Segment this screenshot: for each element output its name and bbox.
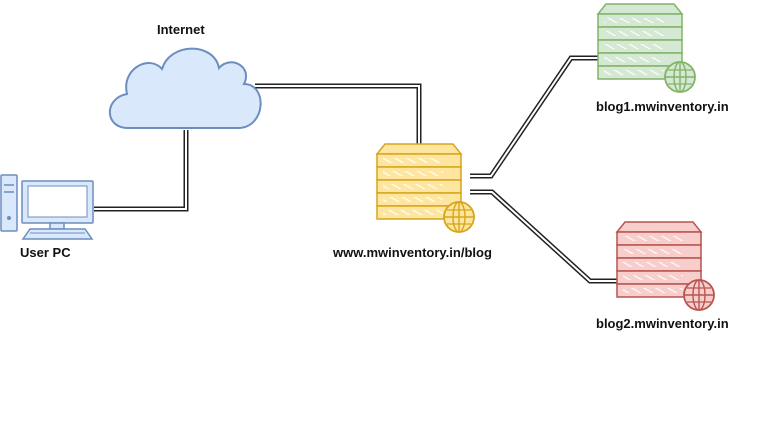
edge-proxy-blog1 xyxy=(470,55,598,179)
cloud-icon xyxy=(109,47,262,129)
proxy-server-label: www.mwinventory.in/blog xyxy=(333,245,492,260)
blog1-server-label: blog1.mwinventory.in xyxy=(596,99,729,114)
edge-internet-proxy xyxy=(255,83,422,145)
edge-proxy-blog2 xyxy=(470,189,617,284)
edge-userpc-internet xyxy=(94,130,189,212)
web-server-icon xyxy=(615,221,715,311)
user-pc-label: User PC xyxy=(20,245,71,260)
web-server-icon xyxy=(375,143,475,233)
desktop-computer-icon xyxy=(0,174,94,240)
blog2-server-label: blog2.mwinventory.in xyxy=(596,316,729,331)
web-server-icon xyxy=(596,3,696,93)
internet-label: Internet xyxy=(157,22,205,37)
